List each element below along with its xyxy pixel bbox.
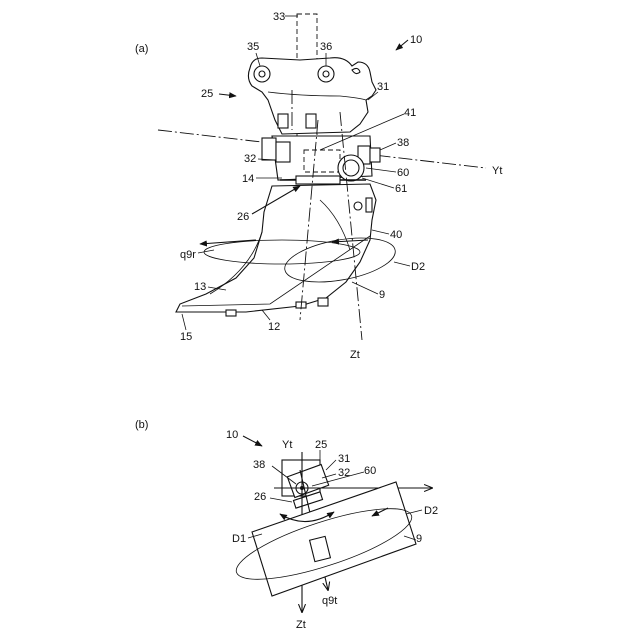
tooth-12a — [226, 310, 236, 316]
clamp-38b — [370, 148, 380, 162]
label-38-a: 38 — [397, 137, 409, 149]
label-38-b: 38 — [253, 459, 265, 471]
label-yt-b: Yt — [282, 439, 292, 451]
bolt-mid-upper — [306, 114, 316, 128]
tooth-12c — [318, 298, 328, 306]
panel-b: (b) 10 Yt 25 31 38 32 60 26 Zt — [135, 419, 438, 631]
label-40: 40 — [390, 229, 402, 241]
label-33: 33 — [273, 11, 285, 23]
label-25-a: 25 — [201, 88, 213, 100]
label-9-a: 9 — [379, 289, 385, 301]
label-10-b: 10 — [226, 429, 238, 441]
label-61: 61 — [395, 183, 407, 195]
label-d1: D1 — [232, 533, 246, 545]
label-36: 36 — [320, 41, 332, 53]
label-41: 41 — [404, 107, 416, 119]
label-31-a: 31 — [377, 81, 389, 93]
clamp-32-left — [262, 138, 276, 160]
label-13: 13 — [194, 281, 206, 293]
label-q9t: q9t — [322, 595, 337, 607]
bucket-tab — [366, 198, 372, 212]
label-31-b: 31 — [338, 453, 350, 465]
arrow-10-a — [396, 40, 408, 50]
label-q9r: q9r — [180, 249, 196, 261]
leader-40 — [372, 230, 389, 234]
leader-12 — [262, 310, 270, 320]
leader-9-a — [352, 282, 378, 294]
label-14: 14 — [242, 173, 254, 185]
pin-35 — [254, 66, 270, 82]
arrow-10-b — [243, 436, 262, 446]
arrow-25-a — [219, 94, 236, 96]
label-60-b: 60 — [364, 465, 376, 477]
leader-d2-a — [394, 262, 410, 266]
leader-26-b — [270, 498, 292, 502]
clamp-32-left2 — [276, 142, 290, 162]
label-35: 35 — [247, 41, 259, 53]
label-12: 12 — [268, 321, 280, 333]
label-9-b: 9 — [416, 533, 422, 545]
label-25-b: 25 — [315, 439, 327, 451]
bucket-bolt — [354, 202, 362, 210]
panel-b-label: (b) — [135, 419, 148, 431]
leader-31-b — [326, 460, 336, 470]
leader-38-a — [380, 143, 396, 150]
panel-a-label: (a) — [135, 43, 148, 55]
leader-q9r — [198, 250, 214, 253]
label-zt-a: Zt — [350, 349, 360, 361]
leader-15 — [182, 314, 186, 330]
bolt-left-upper — [278, 114, 288, 128]
label-10-a: 10 — [410, 34, 422, 46]
label-26-a: 26 — [237, 211, 249, 223]
label-60-a: 60 — [397, 167, 409, 179]
panel-a: (a) 33 10 35 36 25 31 Yt — [135, 11, 502, 361]
label-26-b: 26 — [254, 491, 266, 503]
label-32-a: 32 — [244, 153, 256, 165]
label-zt-b: Zt — [296, 619, 306, 631]
plate-14-mid — [296, 176, 340, 184]
label-yt-a: Yt — [492, 165, 502, 177]
motor-60 — [338, 155, 364, 181]
label-d2-b: D2 — [424, 505, 438, 517]
label-d2-a: D2 — [411, 261, 425, 273]
label-15: 15 — [180, 331, 192, 343]
pin-36 — [318, 66, 334, 82]
